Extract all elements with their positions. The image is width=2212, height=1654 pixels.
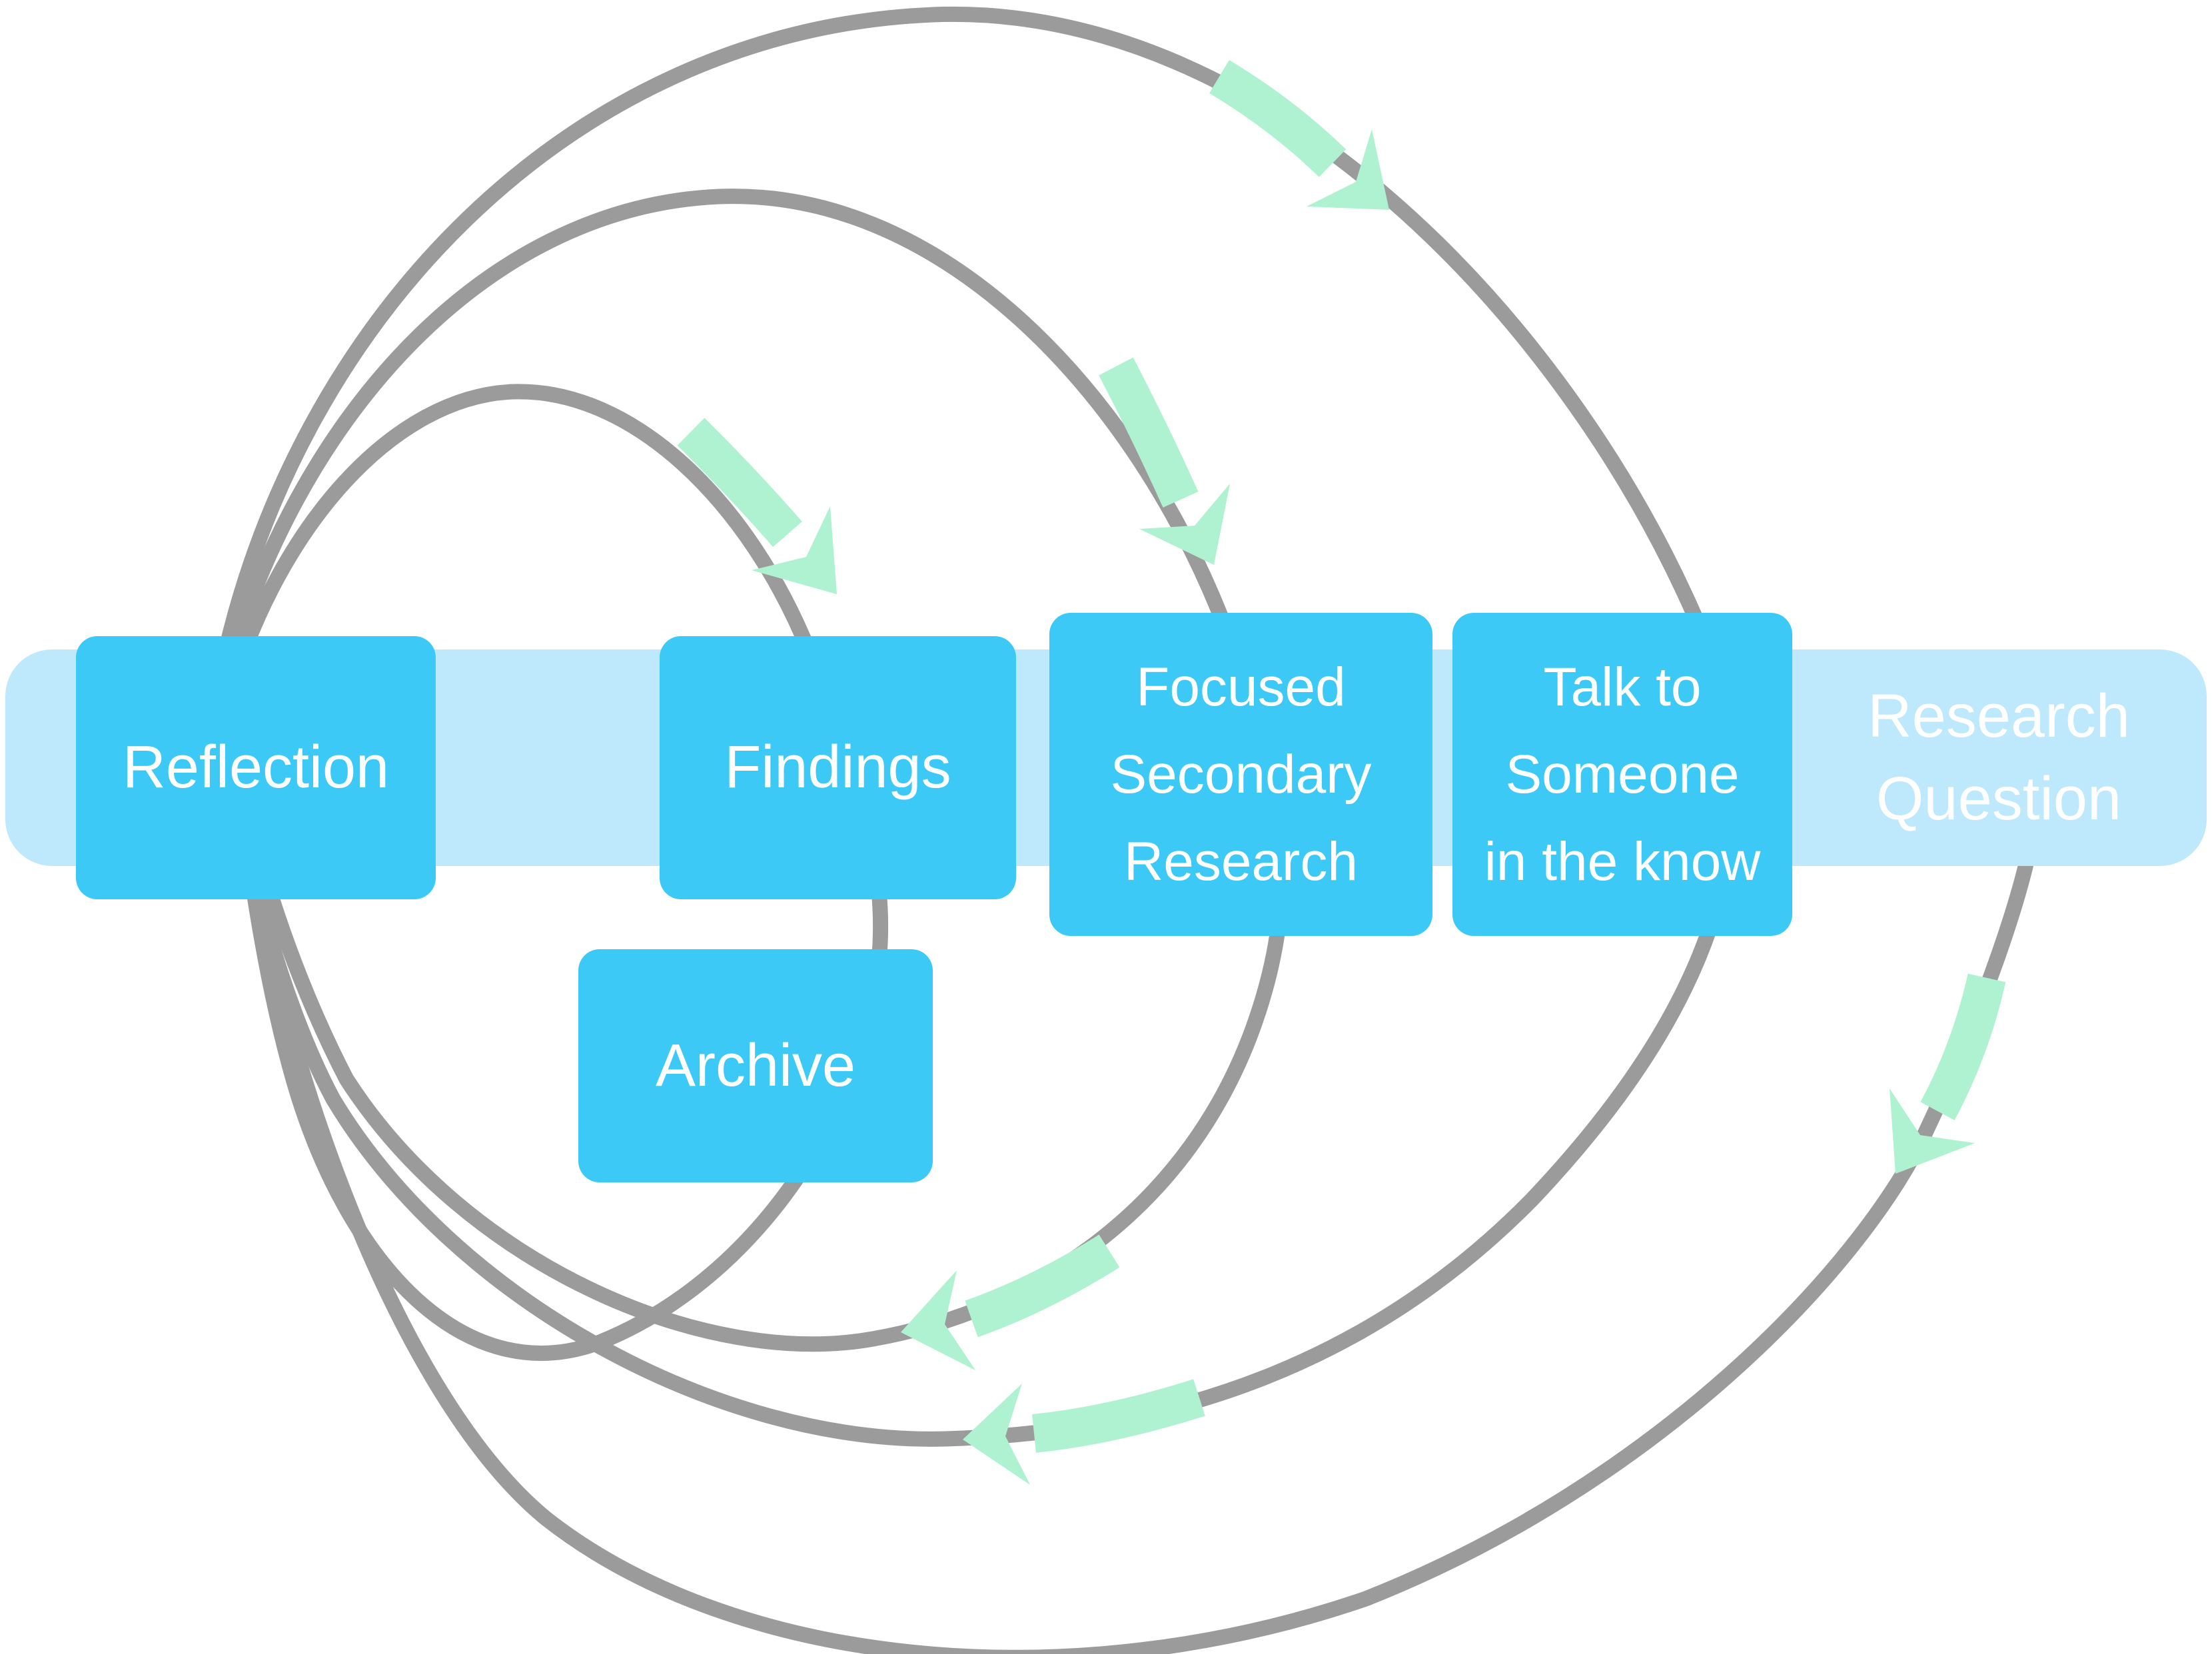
research-question-line2: Question <box>1876 764 2122 833</box>
flow-arrow-from-research-question <box>1890 973 2006 1174</box>
box-reflection-label: Reflection <box>122 734 390 801</box>
flow-arrow-into-focused-secondary-research <box>1099 357 1230 565</box>
flow-arrow-into-findings <box>677 418 837 594</box>
box-talk-to-someone: Talk to Someone in the know <box>1452 613 1792 936</box>
box-archive-label: Archive <box>655 1032 856 1099</box>
research-question-line1: Research <box>1868 682 2130 751</box>
box-archive: Archive <box>578 949 933 1182</box>
box-reflection: Reflection <box>76 636 436 899</box>
flow-arrow-return-large-loop <box>963 1379 1205 1485</box>
box-talk-line3: in the know <box>1484 831 1761 893</box>
box-focused-secondary-research: Focused Secondary Research <box>1049 613 1432 936</box>
loop-talk-to-someone-cycle <box>213 6 1742 1447</box>
box-findings: Findings <box>660 636 1016 899</box>
box-talk-line2: Someone <box>1505 743 1740 805</box>
box-focused-line3: Research <box>1124 831 1358 893</box>
research-question-label: Research Question <box>1799 649 2199 866</box>
box-talk-line1: Talk to <box>1543 656 1702 717</box>
flow-arrow-return-middle-loop <box>901 1234 1120 1370</box>
box-focused-line1: Focused <box>1136 656 1346 717</box>
box-focused-line2: Secondary <box>1110 743 1372 805</box>
loop-secondary-research-cycle <box>217 189 1290 1352</box>
box-findings-label: Findings <box>724 734 951 801</box>
flow-arrow-into-talk-to-someone <box>1209 60 1389 210</box>
